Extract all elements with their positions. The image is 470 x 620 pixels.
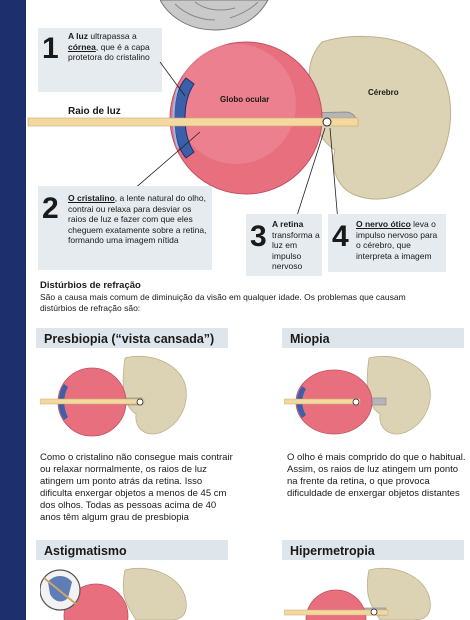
disorder-header-presbiopia: Presbiopia (“vista cansada”) bbox=[36, 328, 228, 348]
step-3-bold: A retina bbox=[272, 219, 304, 229]
step-4-bold: O nervo ótico bbox=[356, 219, 411, 229]
step-2-box bbox=[38, 186, 212, 270]
step-1-text-b: , que é a capa protetora do cristalino bbox=[68, 41, 150, 63]
label-ray: Raio de luz bbox=[68, 106, 121, 117]
step-3-box bbox=[246, 214, 322, 276]
step-1-bold: A luz bbox=[68, 31, 88, 41]
step-2-text-a: , a lente natural do olho, contrai ou re… bbox=[68, 193, 207, 245]
step-4-number: 4 bbox=[332, 220, 349, 253]
step-1-number: 1 bbox=[42, 32, 59, 65]
step-1-text: A luz ultrapassa a córnea, que é a capa … bbox=[68, 31, 160, 63]
eye-diagram-presbiopia bbox=[40, 355, 187, 437]
step-2-bold: O cristalino bbox=[68, 193, 115, 203]
step-1-text-a: ultrapassa a bbox=[88, 31, 137, 41]
step-4-text-a: leva o impulso nervoso para o cérebro, q… bbox=[356, 219, 438, 261]
step-3-text: A retina transforma a luz em impulso ner… bbox=[272, 219, 320, 272]
refraction-intro: São a causa mais comum de diminuição da … bbox=[40, 292, 406, 313]
step-3-text-a: transforma a luz em impulso nervoso bbox=[272, 229, 320, 272]
eye-diagram-hipermetropia bbox=[284, 567, 431, 620]
step-2-text: O cristalino, a lente natural do olho, c… bbox=[68, 193, 210, 246]
label-globe: Globo ocular bbox=[220, 95, 270, 104]
left-accent-bar bbox=[0, 0, 26, 620]
step-4-text: O nervo ótico leva o impulso nervoso par… bbox=[356, 219, 444, 261]
step-1-bold-cornea: córnea bbox=[68, 41, 96, 52]
disorder-text-presbiopia: Como o cristalino não consegue mais cont… bbox=[40, 452, 233, 523]
focal-point bbox=[322, 117, 332, 127]
disorder-header-hipermetropia: Hipermetropia bbox=[282, 540, 464, 560]
step-1-box bbox=[38, 28, 162, 92]
step-3-number: 3 bbox=[250, 220, 267, 253]
step-2-number: 2 bbox=[42, 192, 59, 225]
disorder-text-miopia: O olho é mais comprido do que o habitual… bbox=[287, 452, 466, 499]
eye-diagram-astigmatismo bbox=[40, 567, 187, 620]
step-4-box bbox=[328, 214, 446, 272]
disorder-header-astigmatismo: Astigmatismo bbox=[36, 540, 228, 560]
refraction-title: Distúrbios de refração bbox=[40, 280, 141, 291]
eye-diagram-miopia bbox=[284, 355, 431, 435]
light-ray bbox=[27, 117, 359, 127]
main-eye-diagram bbox=[27, 35, 452, 223]
top-brain-illustration bbox=[160, 0, 269, 31]
disorder-header-miopia: Miopia bbox=[282, 328, 464, 348]
label-brain: Cérebro bbox=[368, 88, 399, 97]
